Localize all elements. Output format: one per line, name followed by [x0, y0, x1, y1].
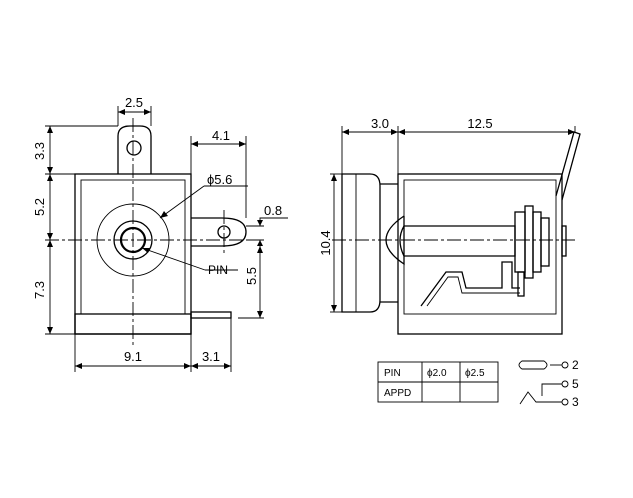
- front-tab-hole: [126, 140, 142, 156]
- terminal-label-2: 2: [572, 358, 579, 372]
- pin-table: PIN ϕ2.0 ϕ2.5 APPD: [377, 361, 499, 403]
- dim-length: 12.5: [467, 116, 492, 131]
- terminal-label-3: 3: [572, 395, 579, 409]
- dim-bore-diameter: ϕ5.6: [207, 172, 232, 187]
- dim-small-hole: 0.8: [264, 203, 282, 218]
- dim-lead-width: 3.1: [202, 349, 220, 364]
- side-rear-lead: [555, 131, 581, 201]
- pin-label: PIN: [208, 263, 228, 277]
- front-top-tab: [117, 125, 152, 174]
- dim-top-tab-width: 2.5: [125, 95, 143, 110]
- side-housing-outline: [397, 173, 563, 335]
- table-cell-pin: PIN: [384, 368, 401, 379]
- dim-body-width: 9.1: [124, 349, 142, 364]
- table-cell-phi25: ϕ2.5: [465, 368, 485, 379]
- side-spring-contact: [420, 261, 520, 307]
- front-bottom-lead: [190, 311, 232, 319]
- dim-height: 10.4: [318, 230, 333, 255]
- dim-upper-height: 5.2: [32, 198, 47, 216]
- table-cell-phi20: ϕ2.0: [427, 368, 447, 379]
- table-cell-appd: APPD: [384, 388, 411, 399]
- schematic-pin-symbol: [518, 360, 548, 370]
- dim-lower-height: 7.3: [32, 281, 47, 299]
- dim-pin-offset: 4.1: [212, 128, 230, 143]
- dim-tab-height: 3.3: [32, 142, 47, 160]
- dim-pin-drop: 5.5: [244, 267, 259, 285]
- side-flange: [341, 173, 381, 313]
- terminal-label-5: 5: [572, 377, 579, 391]
- dim-flange: 3.0: [371, 116, 389, 131]
- front-side-tab: [191, 217, 247, 247]
- front-view: 2.5 4.1 3.3 5.2 7.3 ϕ5.6 0.8: [32, 95, 288, 372]
- side-view: 3.0 12.5 10.4: [318, 116, 581, 335]
- jack-schematic: 2 5 3: [518, 358, 579, 409]
